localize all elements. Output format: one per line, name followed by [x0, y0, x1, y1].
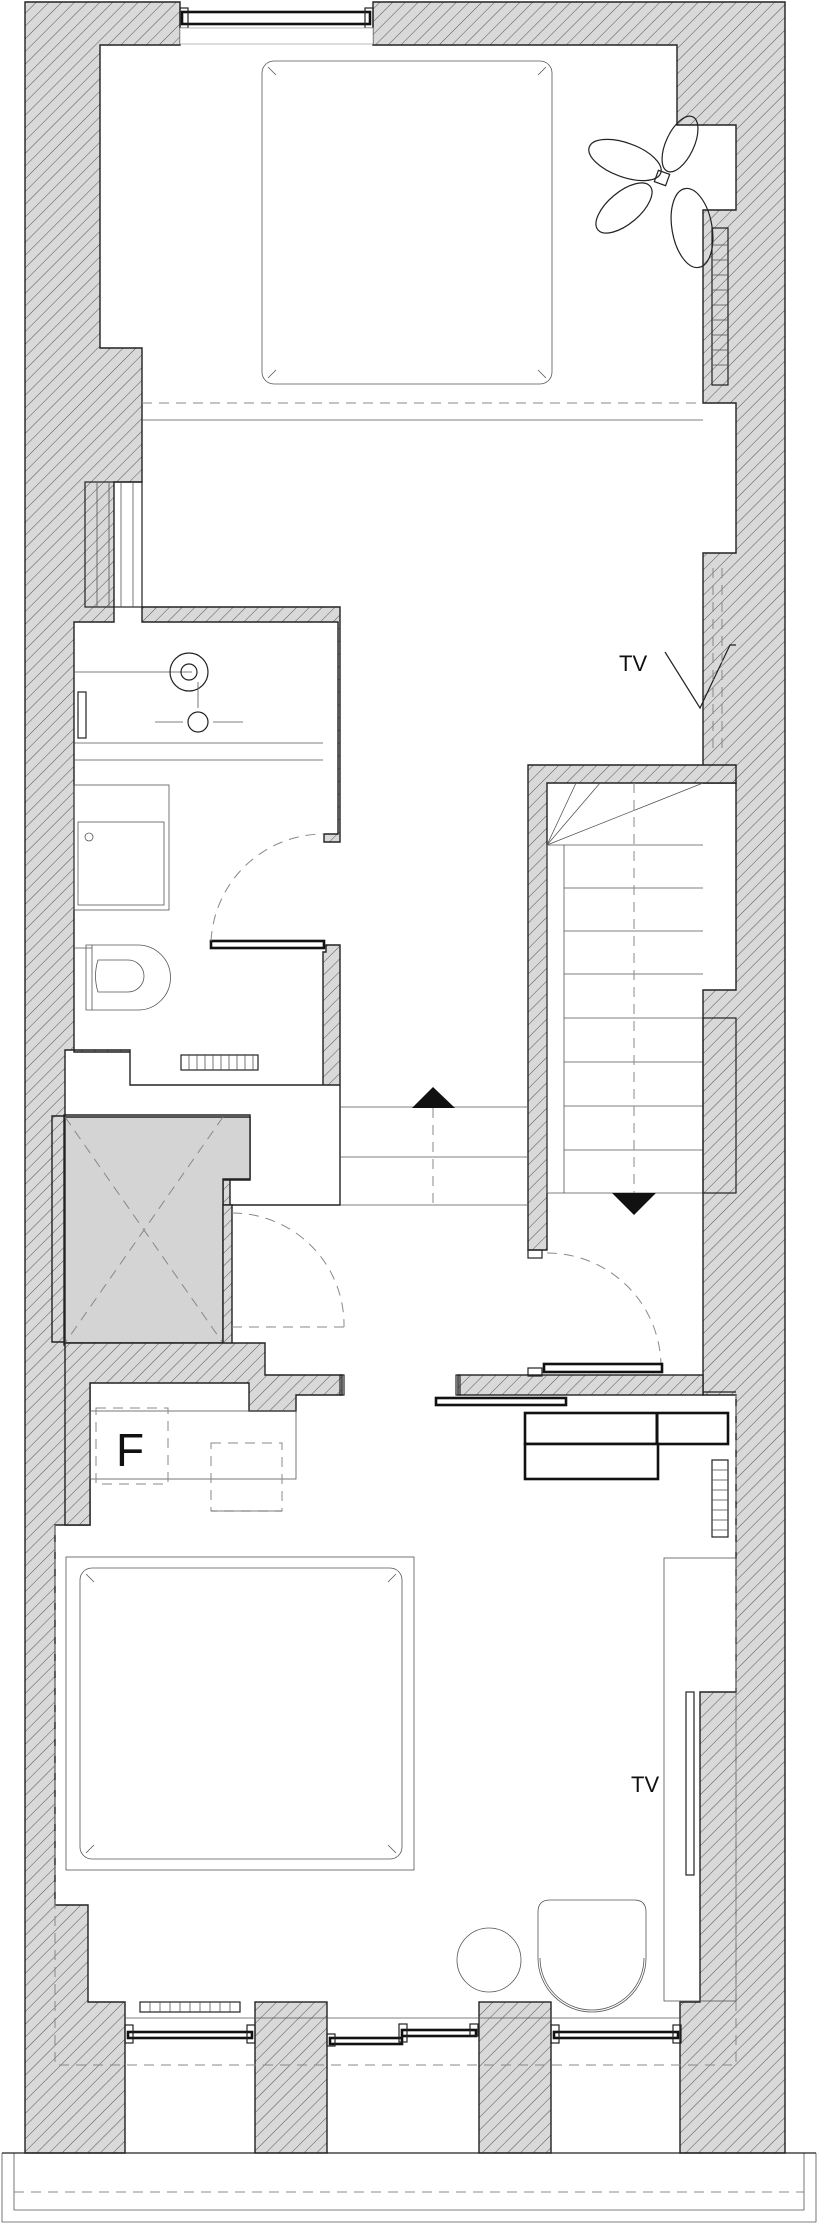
- landing: [340, 1087, 527, 1206]
- tv-lower-label: TV: [631, 1772, 659, 1797]
- balcony: [1, 2152, 817, 2223]
- small-stair: [84, 481, 143, 608]
- kitchen: F: [89, 1407, 730, 1538]
- fridge-label: F: [116, 1424, 144, 1476]
- tv-upper-label: TV: [619, 651, 647, 676]
- plant-icon: [588, 115, 714, 269]
- tv-lower: TV: [631, 1557, 737, 2002]
- toilet-icon: [74, 944, 171, 1011]
- top-window: [179, 7, 374, 45]
- shaft: [64, 1116, 251, 1346]
- shower-icon: [73, 784, 170, 911]
- top-bed: [261, 60, 553, 385]
- down-arrow-icon: [612, 1193, 656, 1215]
- radiator-icon: [180, 1054, 259, 1071]
- side-table: [456, 1927, 522, 1993]
- lower-bed: [65, 1556, 415, 1871]
- pier-1: [254, 2001, 328, 2154]
- lower-partition: [64, 1342, 736, 1526]
- bottom-windows: [124, 2023, 682, 2047]
- tv-upper: TV: [619, 564, 736, 750]
- staircase: [527, 764, 737, 1259]
- armchair: [537, 1899, 647, 2013]
- outer-walls: [24, 1, 786, 2154]
- radiator-icon: [711, 227, 729, 386]
- radiator-icon: [139, 2001, 241, 2013]
- pier-2: [478, 2001, 552, 2154]
- up-arrow-icon: [412, 1087, 455, 1108]
- sink-icon: [74, 652, 323, 761]
